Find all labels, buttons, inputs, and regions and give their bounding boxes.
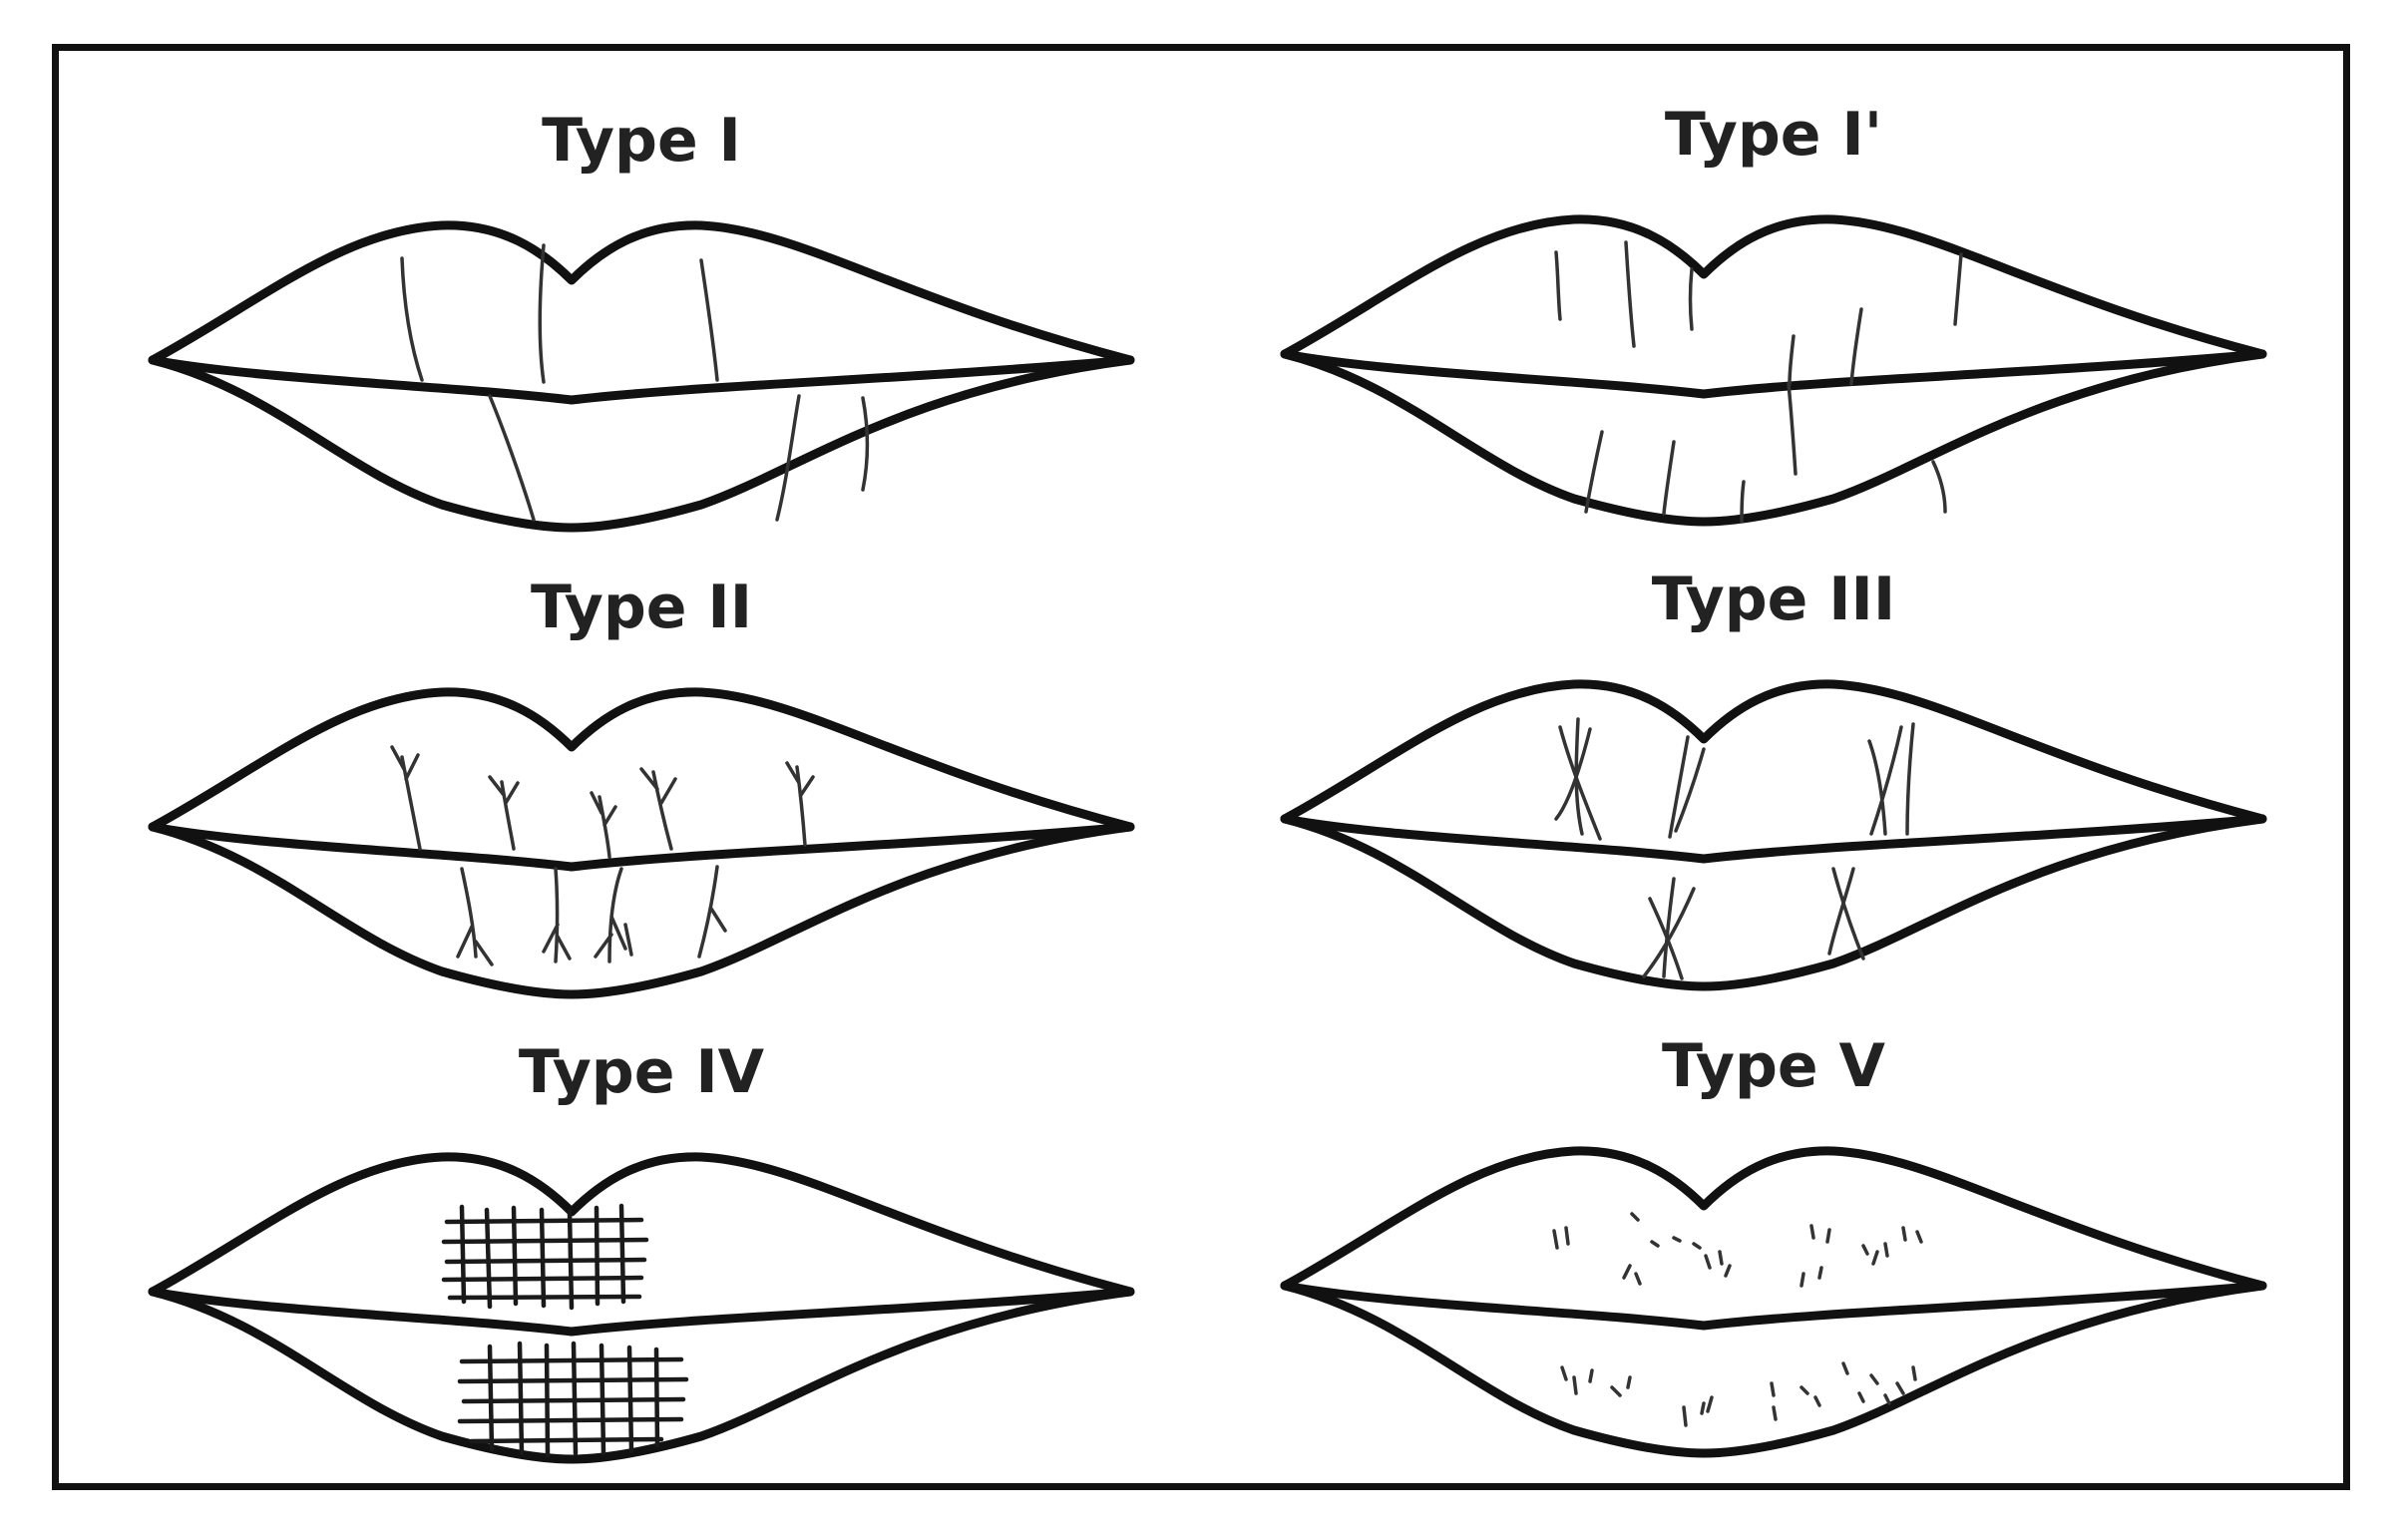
- panel-type-v: Type V: [1275, 1016, 2272, 1475]
- panel-type-i: Type I: [143, 91, 1140, 550]
- panel-title: Type III: [1651, 565, 1896, 634]
- grooves-reticular-upper: [441, 1203, 649, 1311]
- grooves-branched: [390, 745, 815, 966]
- grooves-reticular-lower: [457, 1341, 689, 1458]
- lip-diagram-type-i-prime: [1280, 214, 2267, 527]
- lip-diagram-type-ii: [148, 687, 1135, 999]
- panel-title: Type I: [542, 106, 741, 176]
- grooves-intersecting: [1554, 717, 1915, 980]
- figure-frame: Type I Type I': [52, 44, 2350, 1490]
- panel-type-ii: Type II: [143, 558, 1140, 1016]
- lip-diagram-type-v: [1280, 1146, 2267, 1458]
- grooves-indistinct-lower: [1560, 1361, 1917, 1427]
- panel-type-iv: Type IV: [143, 1022, 1140, 1481]
- lip-diagram-type-iii: [1280, 679, 2267, 991]
- panel-type-i-prime: Type I': [1275, 85, 2272, 544]
- lip-outline: [1280, 679, 2267, 991]
- lip-outline: [1280, 1146, 2267, 1458]
- panel-title: Type IV: [518, 1037, 765, 1107]
- lip-diagram-type-iv: [148, 1152, 1135, 1464]
- grooves-vertical-complete: [400, 243, 870, 522]
- panel-title: Type II: [530, 573, 753, 642]
- panel-type-iii: Type III: [1275, 550, 2272, 1008]
- panel-title: Type I': [1664, 100, 1883, 170]
- lip-outline: [1280, 214, 2267, 527]
- lip-outline: [148, 687, 1135, 999]
- lip-outline: [148, 220, 1135, 533]
- grooves-vertical-incomplete: [1554, 240, 1963, 524]
- panel-title: Type V: [1662, 1031, 1885, 1101]
- lip-outline: [148, 1152, 1135, 1464]
- grooves-indistinct-upper: [1552, 1212, 1923, 1288]
- lip-diagram-type-i: [148, 220, 1135, 533]
